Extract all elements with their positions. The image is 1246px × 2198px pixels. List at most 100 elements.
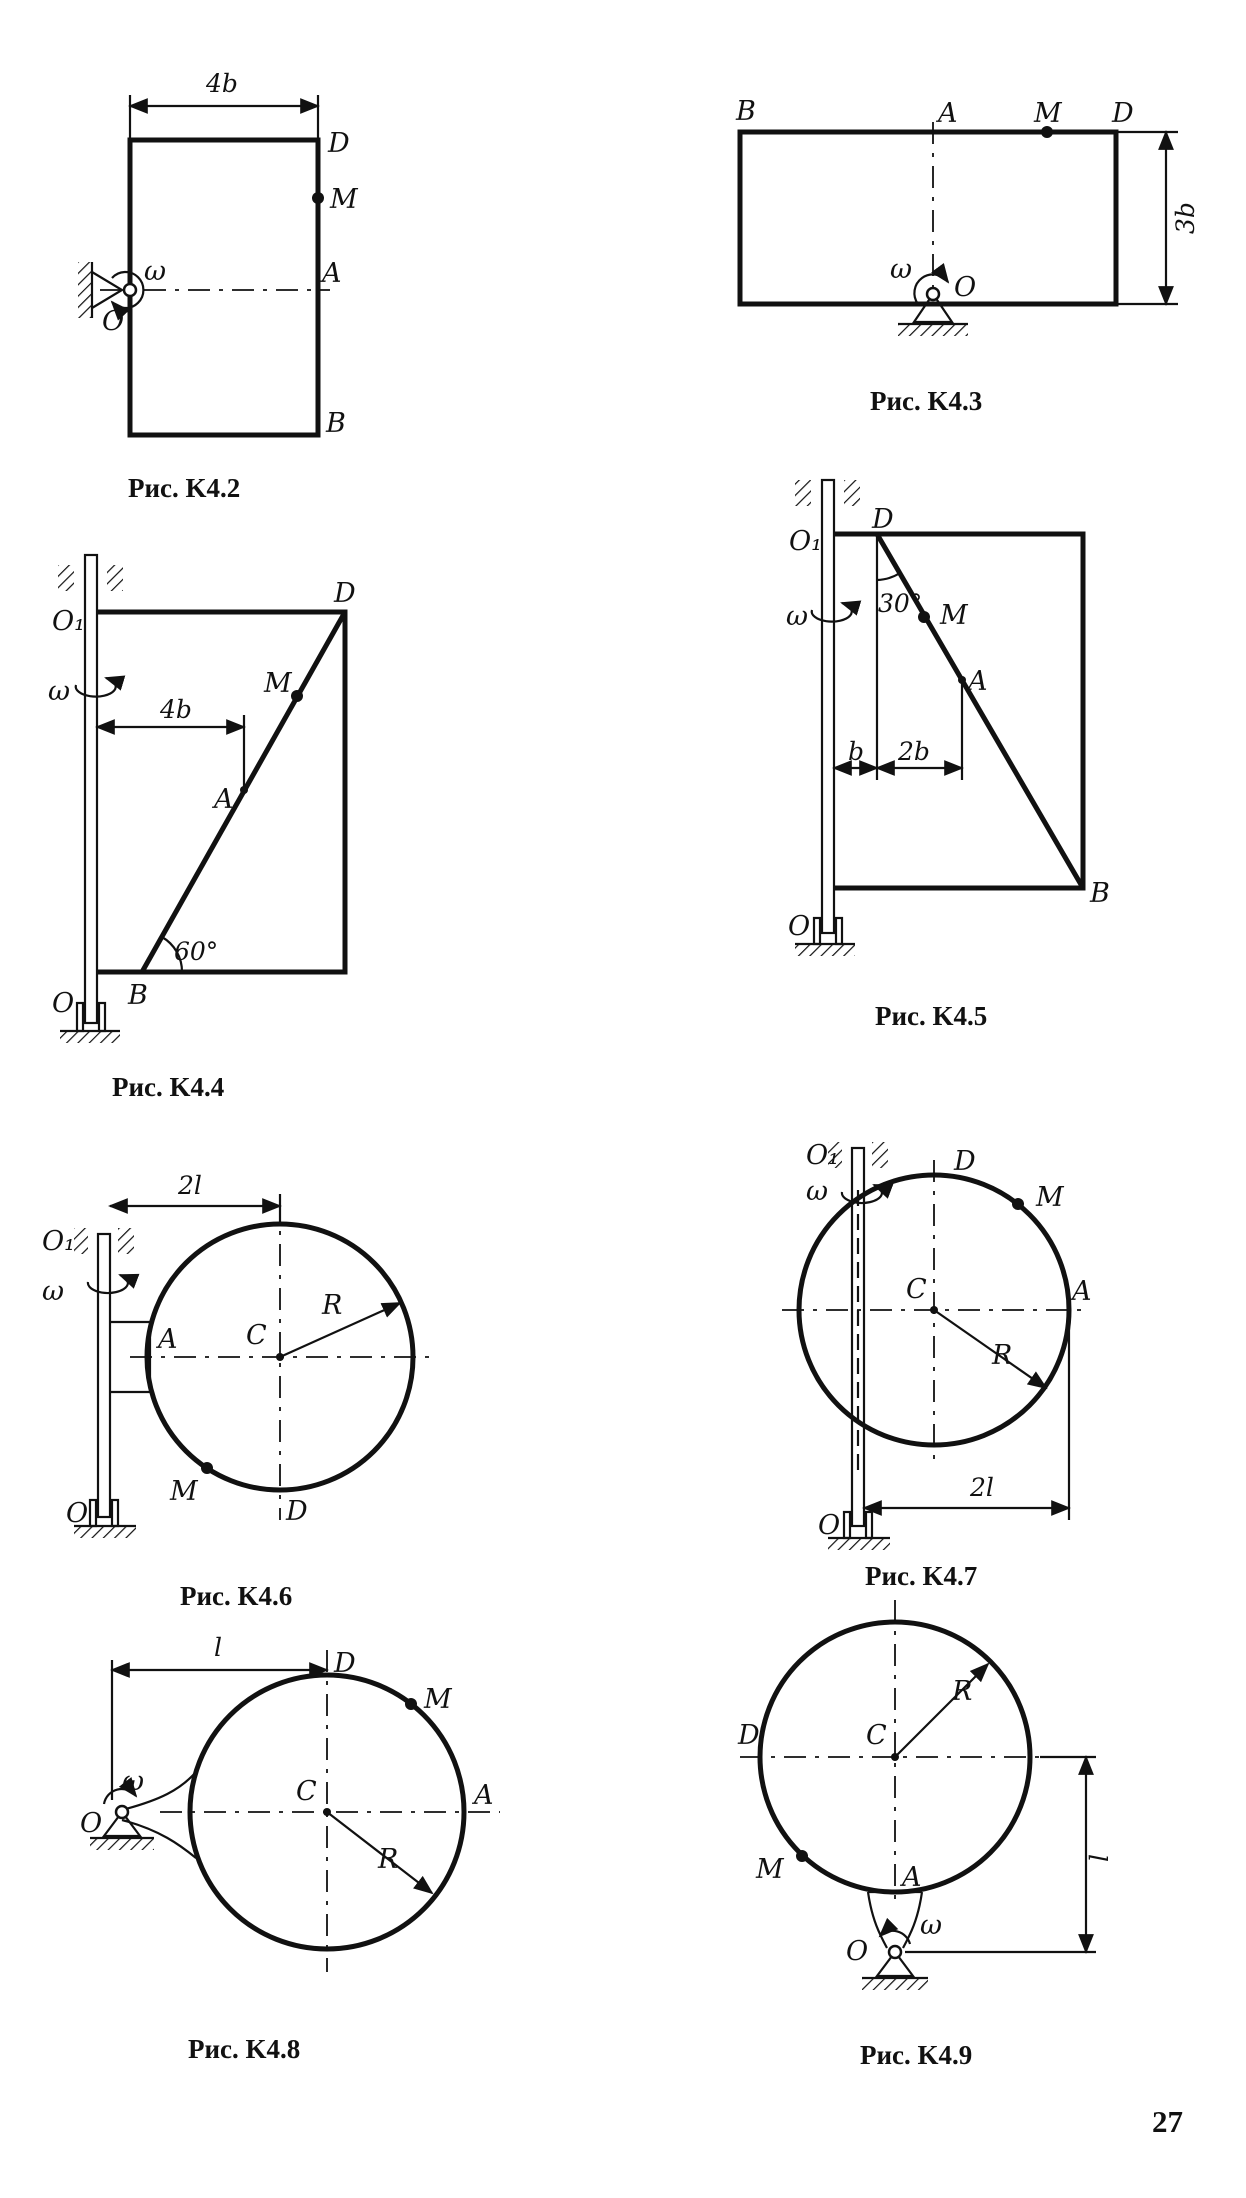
label-a: A [471, 1780, 494, 1811]
center-c [276, 1353, 284, 1361]
label-omega: ω [48, 676, 70, 707]
label-d: D [1111, 98, 1134, 129]
omega-arrow [74, 675, 126, 698]
bearing-hatch-right [107, 565, 123, 591]
shaft [96, 1232, 112, 1519]
caption: Рис. K4.7 [865, 1561, 977, 1591]
center-c [930, 1306, 938, 1314]
label-o: O [954, 272, 976, 303]
label-o: O [818, 1510, 840, 1541]
omega-arrow [840, 1183, 894, 1205]
bearing-hatch-right [844, 480, 860, 506]
bearing-hatch-left [795, 480, 811, 506]
label-m: M [329, 184, 359, 215]
hinge-support [911, 292, 955, 324]
ground-hatch [90, 1838, 154, 1850]
label-dim: 2l [177, 1171, 202, 1200]
label-angle: 30° [878, 589, 922, 618]
label-omega: ω [806, 1176, 828, 1207]
label-omega: ω [786, 601, 808, 632]
label-o: O [66, 1498, 88, 1529]
center-c [323, 1808, 331, 1816]
point-a [240, 786, 248, 794]
label-a: A [935, 98, 958, 129]
label-m: M [423, 1684, 453, 1715]
caption: Рис. K4.9 [860, 2040, 972, 2070]
label-o1: O₁ [42, 1226, 75, 1257]
hinge-support [874, 1950, 916, 1978]
hinge-support [91, 271, 125, 309]
label-dim: l [214, 1633, 222, 1662]
label-o: O [846, 1936, 868, 1967]
label-b: B [127, 980, 148, 1011]
label-dim: 2l [969, 1473, 994, 1502]
figure-k4-2: 4b D M ω A O B Рис. K4.2 [78, 69, 359, 503]
point-m [405, 1698, 417, 1710]
point-m [1012, 1198, 1024, 1210]
caption: Рис. K4.5 [875, 1001, 987, 1031]
label-r: R [377, 1844, 398, 1875]
angle-arc [161, 936, 184, 973]
plate [127, 137, 321, 438]
thrust-bearing [88, 1498, 98, 1528]
plate [834, 531, 1086, 891]
label-m: M [755, 1854, 785, 1885]
label-m: M [1035, 1182, 1065, 1213]
label-d: D [871, 504, 894, 535]
point-a [958, 676, 966, 684]
label-b: B [1089, 878, 1110, 909]
bearing-hatch-right [118, 1228, 134, 1254]
label-m: M [1033, 98, 1063, 129]
label-d: D [285, 1496, 308, 1527]
caption: Рис. K4.8 [188, 2034, 300, 2064]
label-d: D [333, 1648, 356, 1679]
angle-arc [876, 572, 901, 582]
label-o: O [788, 911, 810, 942]
label-d: D [737, 1720, 760, 1751]
omega-arrow [913, 262, 950, 305]
diagonal [874, 532, 1086, 890]
bracket [866, 1890, 924, 1949]
label-o1: O₁ [789, 526, 822, 557]
label-a: A [155, 1324, 178, 1355]
omega-arrow [878, 1917, 912, 1945]
pivot-o [114, 1804, 130, 1820]
pivot-o [925, 286, 941, 302]
plate [737, 129, 1119, 307]
point-m [291, 690, 303, 702]
figure-k4-5: O₁ D 30° M ω A b 2b O B Рис. K4.5 [786, 478, 1110, 1031]
shaft [850, 1146, 866, 1528]
page-number: 27 [1152, 2104, 1183, 2139]
pivot-o [887, 1944, 903, 1960]
point-m [918, 611, 930, 623]
label-angle: 60° [174, 937, 218, 966]
ground-hatch [828, 1538, 890, 1550]
label-a: A [1069, 1276, 1092, 1307]
figure-k4-3: B A M D 3b ω O Рис. K4.3 [735, 96, 1200, 416]
hinge-support [101, 1810, 143, 1838]
label-a: A [965, 666, 988, 697]
label-omega: ω [890, 254, 912, 285]
radius [326, 1811, 434, 1895]
caption: Рис. K4.6 [180, 1581, 292, 1611]
bearing-hatch-left [58, 565, 74, 591]
figure-k4-7: O₁ ω D M C A R 2l O Рис. K4.7 [782, 1140, 1092, 1591]
thrust-bearing [812, 916, 822, 946]
label-r: R [951, 1676, 972, 1707]
ground-hatch [795, 944, 855, 956]
label-d: D [953, 1146, 976, 1177]
label-r: R [991, 1340, 1012, 1371]
radius [933, 1309, 1048, 1390]
label-o1: O₁ [52, 606, 85, 637]
caption: Рис. K4.3 [870, 386, 982, 416]
figure-k4-6: 2l O₁ ω A C R M D O Рис. K4.6 [42, 1171, 430, 1611]
figure-k4-4: O₁ D ω M 4b A 60° O B Рис. K4.4 [48, 553, 356, 1102]
bracket [121, 1771, 197, 1859]
figure-k4-9: R D C l M A ω O Рис. K4.9 [737, 1600, 1114, 2070]
label-dim: 4b [205, 69, 238, 98]
ground-hatch [862, 1978, 928, 1990]
label-b: B [325, 408, 346, 439]
label-o: O [102, 306, 124, 337]
label-d: D [327, 128, 350, 159]
